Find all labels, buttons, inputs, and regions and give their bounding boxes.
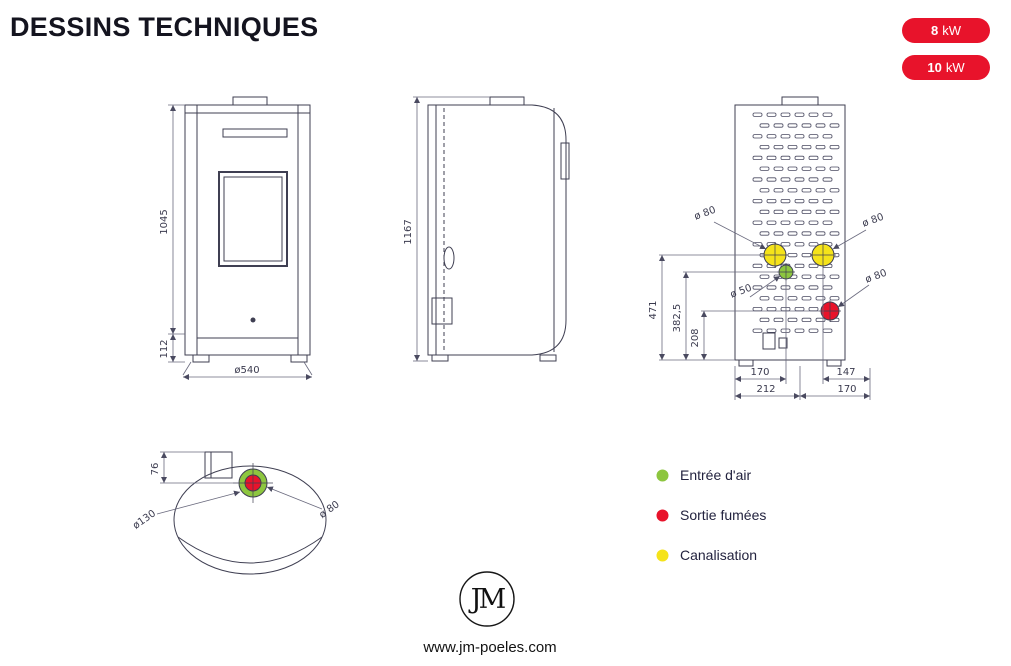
front-body — [184, 104, 311, 356]
legend-label-duct: Canalisation — [680, 547, 758, 563]
top-offset-dim: 76 — [150, 463, 161, 476]
rear-duct-left-dim: ø 80 — [693, 205, 717, 223]
badge-10kw-unit: kW — [945, 60, 965, 75]
rear-switch — [778, 337, 788, 349]
rear-air-height-dim: 382,5 — [672, 304, 683, 333]
side-flue-stub — [489, 96, 525, 106]
rear-view — [734, 96, 846, 367]
side-detail-box — [431, 297, 453, 325]
rear-duct-right-dim: ø 80 — [861, 212, 885, 230]
top-view — [173, 451, 327, 575]
badge-10kw-value: 10 — [927, 60, 942, 75]
power-badges: 8 kW 10 kW — [902, 18, 990, 80]
front-height-dim: 1045 — [159, 209, 170, 234]
rear-w-bottom-left-dim: 212 — [756, 384, 775, 395]
air-dot-icon — [656, 469, 669, 481]
side-view — [427, 96, 570, 362]
rear-w-bottom-right-dim: 170 — [837, 384, 856, 395]
badge-10kw: 10 kW — [902, 55, 990, 80]
top-outer-diameter-dim: ø130 — [131, 508, 158, 531]
front-window — [218, 171, 288, 267]
rear-foot-right — [826, 359, 842, 367]
smoke-dot — [656, 509, 669, 521]
brand-logo: JM — [457, 569, 517, 634]
page-title: DESSINS TECHNIQUES — [10, 12, 319, 42]
logo-circle — [459, 571, 515, 627]
air-dot — [656, 469, 669, 481]
rear-power-socket — [762, 332, 776, 350]
badge-8kw-unit: kW — [942, 23, 961, 38]
legend-label-smoke: Sortie fumées — [680, 507, 767, 523]
rear-flue-stub — [781, 96, 819, 106]
side-dimensions: 1167 — [403, 96, 490, 362]
side-handle — [560, 142, 570, 180]
rear-smoke-outlet-dim: ø 80 — [864, 268, 888, 286]
front-width-dim: ø540 — [234, 365, 259, 376]
front-dimensions: 1045 112 ø540 — [159, 104, 313, 380]
top-dimensions: 76 ø130 ø 80 — [131, 451, 342, 532]
legend: Entrée d'air Sortie fumées Canalisation — [656, 467, 767, 588]
front-foot-left — [192, 354, 210, 363]
website-url: www.jm-poeles.com — [423, 639, 557, 656]
rear-foot-left — [738, 359, 754, 367]
side-height-dim: 1167 — [403, 219, 414, 244]
smoke-dot-icon — [656, 509, 669, 521]
duct-dot-icon — [656, 549, 669, 561]
badge-8kw: 8 kW — [902, 18, 990, 43]
legend-item-smoke: Sortie fumées — [656, 507, 767, 523]
rear-smoke-height-dim: 208 — [690, 328, 701, 347]
badge-8kw-value: 8 — [930, 23, 939, 38]
brand-logo-icon: JM — [459, 571, 515, 627]
top-flue-box — [204, 451, 233, 479]
rear-w-top-left-dim: 170 — [750, 367, 769, 378]
legend-item-air: Entrée d'air — [656, 467, 766, 483]
front-foot-right — [290, 354, 308, 363]
front-handle-slot — [222, 128, 288, 138]
legend-label-air: Entrée d'air — [680, 467, 752, 483]
rear-dimensions: ø 80 ø 80 ø 50 ø 80 471 382,5 208 — [648, 205, 888, 400]
rear-vents — [752, 112, 840, 333]
side-foot-left — [431, 354, 449, 362]
duct-dot — [656, 549, 669, 561]
front-base-dim: 112 — [159, 339, 170, 358]
side-foot-right — [539, 354, 557, 362]
side-body — [427, 104, 567, 356]
front-knob — [250, 317, 256, 323]
side-detail-oval — [443, 246, 455, 270]
rear-air-inlet-dim: ø 50 — [729, 283, 753, 301]
rear-connections — [762, 242, 841, 322]
logo-monogram: JM — [468, 584, 506, 615]
top-body-outline — [173, 465, 327, 575]
rear-duct-height-dim: 471 — [648, 300, 659, 319]
top-front-curve — [177, 536, 323, 564]
front-view — [184, 96, 311, 363]
rear-w-top-right-dim: 147 — [836, 367, 855, 378]
front-flue-stub — [232, 96, 268, 106]
top-inner-diameter-dim: ø 80 — [317, 499, 341, 521]
legend-item-duct: Canalisation — [656, 547, 766, 563]
